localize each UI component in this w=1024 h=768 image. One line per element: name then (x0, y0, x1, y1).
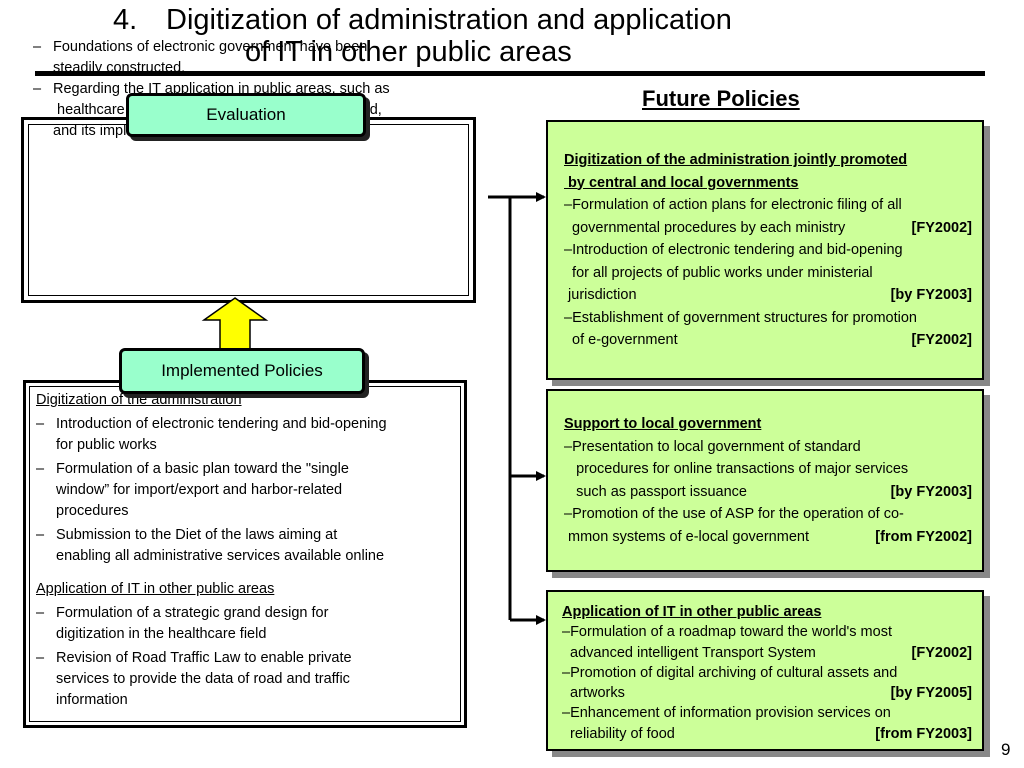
policy-line: –Introduction of electronic tendering an… (564, 239, 972, 262)
policy-text: artworks (562, 685, 625, 702)
policy-tag: [by FY2005] (890, 685, 972, 702)
policy-line: –Promotion of the use of ASP for the ope… (564, 503, 972, 526)
list-item-continuation: digitization in the healthcare field (56, 626, 267, 642)
policy-text: mmon systems of e-local government (564, 528, 809, 545)
list-item-text: Formulation of a basic plan toward the "… (56, 461, 349, 477)
list-item-text: Formulation of a strategic grand design … (56, 605, 329, 621)
list-item-continuation: window” for import/export and harbor-rel… (56, 482, 343, 498)
future-policies-title: Future Policies (642, 86, 800, 111)
evaluation-panel (21, 117, 476, 303)
policy-line: for all projects of public works under m… (564, 262, 972, 285)
policy-tag: [by FY2003] (890, 483, 972, 500)
policy-line: artworks [by FY2005] (562, 683, 972, 703)
policy-text: of e-government (564, 332, 678, 348)
bullet-dash: – (36, 650, 45, 666)
section-heading: Digitization of the administration (36, 392, 242, 408)
policy-text: –Enhancement of information provision se… (562, 705, 891, 722)
list-item-continuation: procedures (56, 503, 129, 519)
box-heading: Support to local government (564, 416, 762, 432)
list-item-continuation: information (56, 692, 128, 708)
implemented-policies-text: Digitization of the administration – Int… (36, 390, 461, 711)
policy-line: of e-government [FY2002] (564, 329, 972, 352)
up-arrow-icon (201, 297, 269, 351)
evaluation-item-continuation: steadily constructed. (53, 60, 186, 76)
evaluation-panel-inner-border (28, 124, 469, 296)
bullet-dash: – (36, 527, 45, 543)
policy-line: –Enhancement of information provision se… (562, 703, 972, 723)
connector-arrows (488, 192, 546, 625)
list-item-text: Revision of Road Traffic Law to enable p… (56, 650, 352, 666)
section-heading: Application of IT in other public areas (36, 581, 275, 597)
title-divider (35, 71, 985, 76)
list-item-continuation: for public works (56, 437, 157, 453)
policy-line: procedures for online transactions of ma… (564, 458, 972, 481)
policy-text: reliability of food (562, 725, 675, 742)
policy-tag: [FY2002] (911, 219, 972, 236)
policy-text: –Introduction of electronic tendering an… (564, 242, 903, 258)
evaluation-label: Evaluation (126, 93, 366, 137)
implemented-policies-panel (23, 380, 467, 728)
section-gap (36, 567, 461, 579)
slide-title-line1: Digitization of administration and appli… (166, 4, 732, 36)
policy-text: –Presentation to local government of sta… (564, 438, 861, 455)
bullet-dash: – (36, 416, 45, 432)
policy-line: such as passport issuance [by FY2003] (564, 481, 972, 504)
policy-line: advanced intelligent Transport System [FY… (562, 643, 972, 663)
policy-text: advanced intelligent Transport System (562, 644, 816, 661)
policy-text: such as passport issuance (564, 483, 747, 500)
box-heading: by central and local governments (564, 174, 799, 191)
list-item-continuation: enabling all administrative services ava… (56, 548, 385, 564)
policy-tag: [by FY2003] (890, 287, 972, 303)
policy-tag: [from FY2002] (875, 528, 972, 545)
policy-line: –Presentation to local government of sta… (564, 436, 972, 459)
box-heading: Application of IT in other public areas (562, 604, 822, 620)
policy-text: –Formulation of a roadmap toward the wor… (562, 624, 892, 641)
policy-text: for all projects of public works under m… (564, 264, 873, 281)
policy-line: –Promotion of digital archiving of cultu… (562, 663, 972, 683)
policy-text: jurisdiction (564, 287, 637, 303)
future-policy-box-local-government: Support to local government –Presentatio… (546, 389, 984, 572)
policy-text: –Promotion of the use of ASP for the ope… (564, 506, 904, 522)
box-heading: Digitization of the administration joint… (564, 152, 908, 168)
bullet-dash: – (36, 605, 45, 621)
policy-line: reliability of food [from FY2003] (562, 724, 972, 744)
list-item-text: Introduction of electronic tendering and… (56, 416, 387, 432)
policy-line: jurisdiction [by FY2003] (564, 284, 972, 307)
list-item: – Submission to the Diet of the laws aim… (36, 525, 461, 546)
policy-line: –Formulation of action plans for electro… (564, 194, 972, 217)
policy-line: governmental procedures by each ministry… (564, 217, 972, 240)
future-policy-box-administration: Digitization of the administration joint… (546, 120, 984, 380)
bullet-dash: – (33, 39, 42, 55)
list-item: – Introduction of electronic tendering a… (36, 414, 461, 435)
list-item-continuation: services to provide the data of road and… (56, 671, 350, 687)
evaluation-item-text: Foundations of electronic government hav… (53, 39, 368, 55)
slide-number-prefix: 4. (113, 4, 138, 36)
policy-text: –Formulation of action plans for electro… (564, 197, 902, 213)
bullet-dash: – (33, 81, 42, 97)
policy-line: mmon systems of e-local government [from … (564, 526, 972, 549)
policy-tag: [FY2002] (911, 644, 972, 661)
implemented-policies-label: Implemented Policies (119, 348, 365, 394)
page-number: 9 (1001, 740, 1011, 759)
slide-title-line2: of IT in other public areas (245, 36, 572, 68)
policy-tag: [FY2002] (911, 332, 972, 348)
policy-tag: [from FY2003] (875, 725, 972, 742)
evaluation-item: – Foundations of electronic government h… (33, 37, 453, 58)
future-policy-box-public-areas: Application of IT in other public areas … (546, 590, 984, 751)
policy-line: –Formulation of a roadmap toward the wor… (562, 622, 972, 642)
policy-text: governmental procedures by each ministry (564, 219, 846, 236)
policy-text: procedures for online transactions of ma… (564, 461, 909, 477)
policy-text: –Promotion of digital archiving of cultu… (562, 664, 898, 681)
list-item: – Formulation of a strategic grand desig… (36, 603, 461, 624)
bullet-dash: – (36, 461, 45, 477)
list-item: – Revision of Road Traffic Law to enable… (36, 648, 461, 669)
list-item: – Formulation of a basic plan toward the… (36, 459, 461, 480)
list-item-text: Submission to the Diet of the laws aimin… (56, 527, 338, 543)
policy-text: –Establishment of government structures … (564, 309, 917, 326)
policy-line: –Establishment of government structures … (564, 307, 972, 330)
